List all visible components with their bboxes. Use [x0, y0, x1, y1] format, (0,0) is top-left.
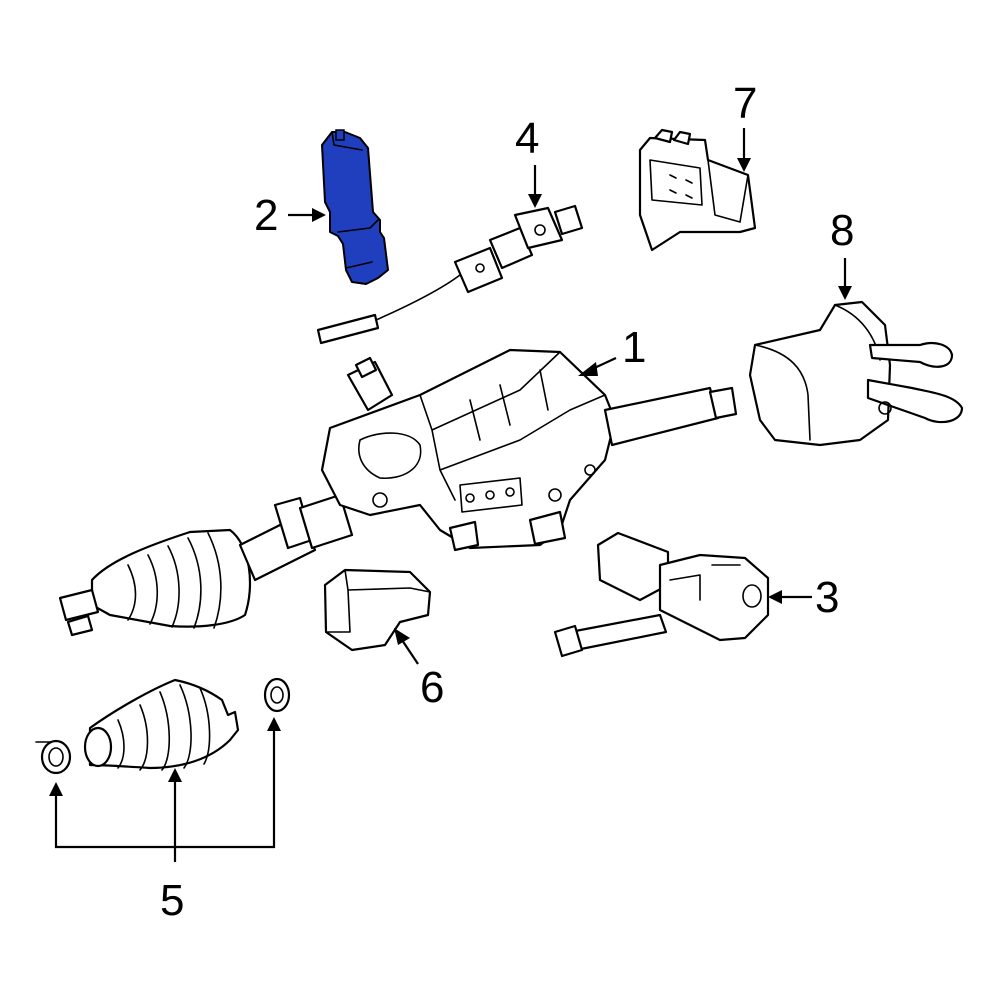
callout-5: 5 — [160, 876, 184, 925]
part-2-sensor-highlighted — [321, 129, 389, 285]
part-6-control-module — [323, 568, 432, 652]
callout-4: 4 — [515, 114, 539, 163]
callout-3: 3 — [815, 573, 839, 622]
callout-7: 7 — [733, 79, 757, 128]
part-3-adjust-motor — [553, 531, 770, 658]
part-8-combination-switch — [748, 300, 964, 447]
part-1-steering-column — [58, 348, 738, 637]
part-7-bracket — [638, 128, 757, 252]
part-4-shaft-cable — [316, 204, 584, 345]
part-5-boot-kit — [35, 677, 291, 775]
callout-2: 2 — [254, 191, 278, 240]
callout-8: 8 — [830, 206, 854, 255]
callout-6: 6 — [420, 663, 444, 712]
callout-1: 1 — [622, 323, 646, 372]
callout-arrows — [49, 128, 852, 862]
